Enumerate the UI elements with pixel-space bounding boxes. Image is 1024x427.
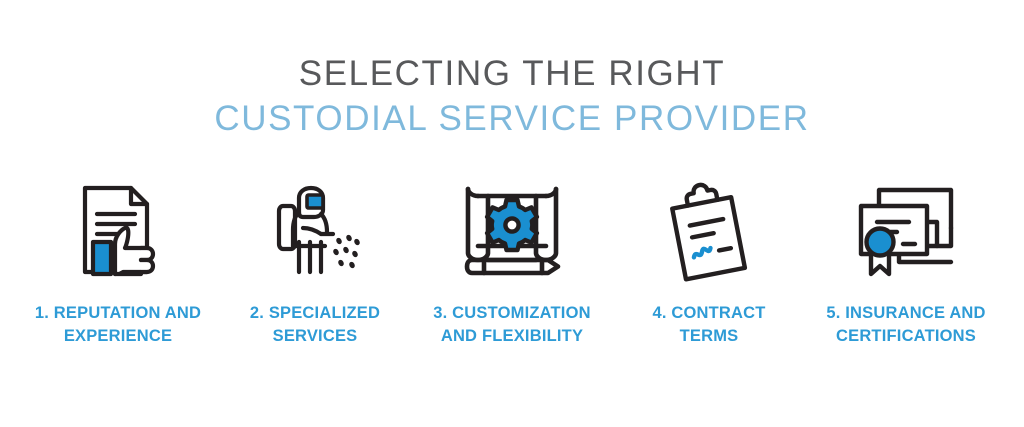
title-block: SELECTING THE RIGHT CUSTODIAL SERVICE PR…	[0, 52, 1024, 142]
blueprint-gear-pencil-icon	[460, 178, 564, 282]
step-label-5: 5. INSURANCE AND CERTIFICATIONS	[826, 304, 986, 345]
step-item-1: 1. REPUTATION AND EXPERIENCE	[22, 178, 214, 348]
steps-row: 1. REPUTATION AND EXPERIENCE	[0, 178, 1024, 348]
clipboard-signature-icon	[663, 178, 755, 282]
step-label-1: 1. REPUTATION AND EXPERIENCE	[34, 304, 202, 345]
step-item-5: 5. INSURANCE AND CERTIFICATIONS	[810, 178, 1002, 348]
step-label-2: 2. SPECIALIZED SERVICES	[249, 304, 381, 345]
step-item-4: 4. CONTRACT TERMS	[613, 178, 805, 348]
page-title-line-2: CUSTODIAL SERVICE PROVIDER	[214, 99, 810, 138]
document-thumbs-up-icon	[79, 178, 157, 282]
step-label-3: 3. CUSTOMIZATION AND FLEXIBILITY	[433, 304, 591, 345]
step-item-3: 3. CUSTOMIZATION AND FLEXIBILITY	[416, 178, 608, 348]
step-item-2: 2. SPECIALIZED SERVICES	[219, 178, 411, 348]
hazmat-sprayer-worker-icon	[269, 178, 361, 282]
certificate-seal-icon	[853, 178, 959, 282]
step-label-4: 4. CONTRACT TERMS	[652, 304, 766, 345]
page-title-line-1: SELECTING THE RIGHT	[298, 54, 726, 93]
